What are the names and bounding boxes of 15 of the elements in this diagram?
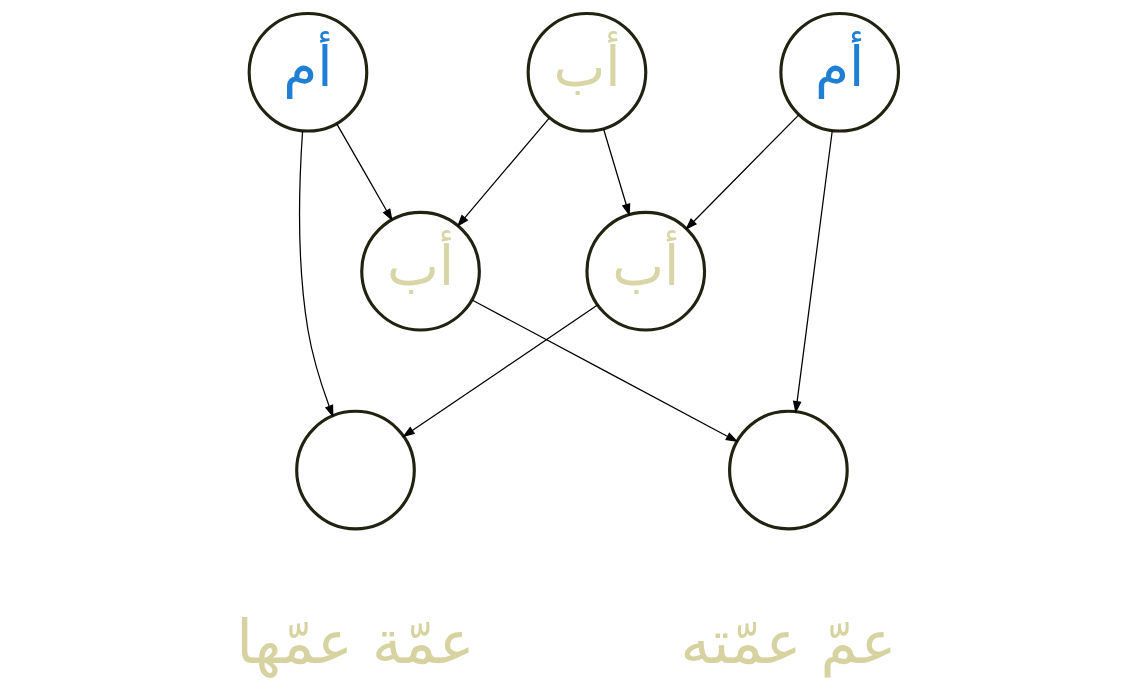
node-circle: أم bbox=[778, 11, 900, 133]
arrow bbox=[335, 122, 393, 222]
arrow bbox=[298, 130, 333, 418]
node-circle: أم bbox=[247, 11, 368, 133]
node-circle bbox=[727, 409, 849, 531]
arrow bbox=[602, 128, 630, 217]
node-label: عمّ عمّته bbox=[680, 607, 896, 678]
arrow bbox=[684, 114, 799, 230]
arrow bbox=[470, 299, 738, 443]
node-label: عمّة عمّها bbox=[235, 607, 475, 678]
arrow bbox=[792, 130, 833, 414]
arrow bbox=[456, 117, 550, 227]
node-circle: أب bbox=[526, 11, 647, 133]
arrow bbox=[401, 304, 598, 438]
node-circle: أب bbox=[584, 210, 706, 332]
